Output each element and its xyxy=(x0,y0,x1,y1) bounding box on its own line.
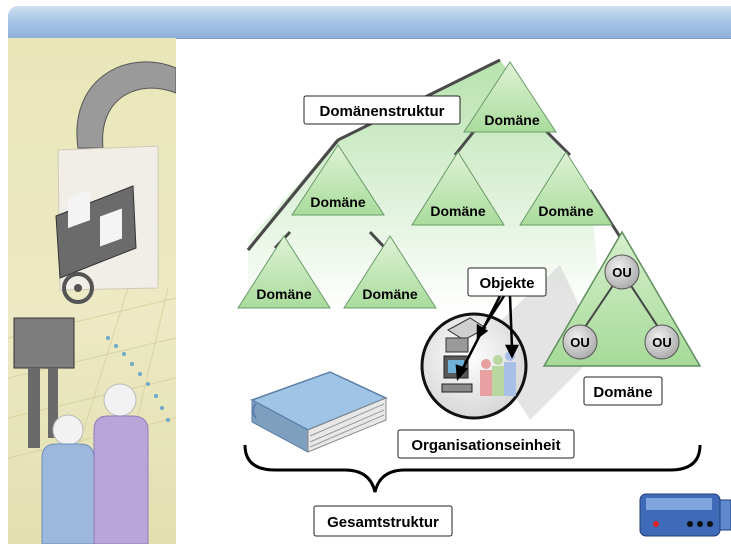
light-beam-dots xyxy=(106,336,170,422)
ou-node-top[interactable] xyxy=(604,254,640,290)
ou-node-left[interactable] xyxy=(562,324,598,360)
domain-triangle-left[interactable]: Domäne xyxy=(291,144,385,216)
forest-label: Gesamtstruktur xyxy=(327,514,439,531)
domain-lr-label: Domäne xyxy=(362,286,417,302)
domain-tree-label: Domänenstruktur xyxy=(319,103,444,120)
objects-callout[interactable]: Objekte xyxy=(467,267,547,297)
forest-brace xyxy=(243,444,702,493)
film-strip xyxy=(55,185,137,279)
film-strip-curve xyxy=(76,61,176,149)
domain-triangle-root[interactable]: Domäne xyxy=(463,61,557,133)
domain-mid-label: Domäne xyxy=(430,203,485,219)
forest-callout[interactable]: Gesamtstruktur xyxy=(313,505,453,537)
ou-domain-triangle[interactable]: OU OU OU xyxy=(542,230,702,367)
title-bar xyxy=(8,6,731,39)
ou-right-label: OU xyxy=(652,335,672,350)
printer-icon xyxy=(445,317,487,353)
people-icon xyxy=(41,383,149,544)
ou-caption-label: Organisationseinheit xyxy=(411,437,560,454)
domain-right-label: Domäne xyxy=(538,203,593,219)
ou-node-right[interactable] xyxy=(644,324,680,360)
domain-root-label: Domäne xyxy=(484,112,539,128)
domain-triangle-lower-left[interactable]: Domäne xyxy=(237,235,331,309)
ou-top-label: OU xyxy=(612,265,632,280)
projector xyxy=(13,272,94,448)
decorative-panel xyxy=(8,38,176,544)
ou-domain-callout[interactable]: Domäne xyxy=(583,376,663,406)
domain-left-label: Domäne xyxy=(310,194,365,210)
users-icon xyxy=(480,351,516,396)
ou-domain-label: Domäne xyxy=(593,384,652,401)
domain-ll-label: Domäne xyxy=(256,286,311,302)
ou-left-label: OU xyxy=(570,335,590,350)
domain-triangle-right[interactable]: Domäne xyxy=(519,151,613,226)
domain-triangle-mid[interactable]: Domäne xyxy=(411,151,505,226)
book-icon xyxy=(250,371,388,453)
video-camera-icon xyxy=(639,493,731,537)
ou-caption-callout[interactable]: Organisationseinheit xyxy=(397,429,575,459)
arrows xyxy=(455,295,520,382)
objects-circle[interactable] xyxy=(420,295,528,420)
domain-triangle-lower-right[interactable]: Domäne xyxy=(343,235,437,309)
domain-tree-callout[interactable]: Domänenstruktur xyxy=(303,95,461,125)
objects-label: Objekte xyxy=(479,275,534,292)
film-projector-illustration xyxy=(8,61,176,544)
